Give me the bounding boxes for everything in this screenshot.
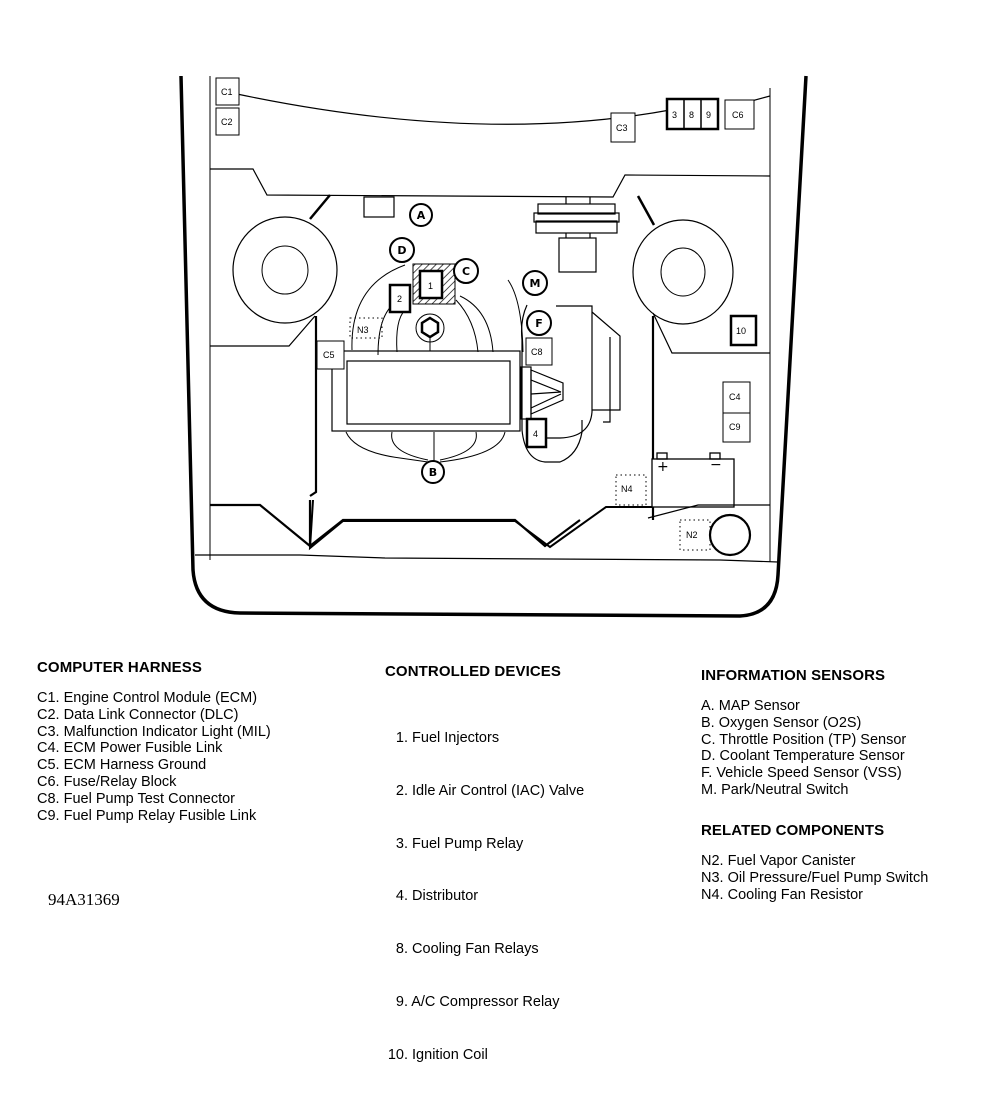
right-fender-well [632,195,770,354]
connector-c5: C5 [316,340,345,370]
legend-item: F. Vehicle Speed Sensor (VSS) [701,765,902,782]
battery: + − [651,452,735,508]
legend-heading: CONTROLLED DEVICES [385,663,561,680]
svg-text:N3: N3 [357,325,369,335]
legend-heading: RELATED COMPONENTS [701,822,885,839]
battery-tray-edge [647,504,770,519]
distributor-4: 4 [525,417,548,449]
connector-c6: C6 [724,99,755,130]
legend-information-sensors: INFORMATION SENSORS A. MAP Sensor B. Oxy… [701,667,906,799]
vehicle-body-outline [179,75,808,618]
component-n3: N3 [349,317,383,339]
svg-text:N2: N2 [686,530,698,540]
legend-item: 4. Distributor [395,888,479,905]
fuel-vapor-canister-shape [708,513,752,557]
air-cleaner-assembly [331,264,524,463]
engine-compartment-diagram: + − C1 C2 C3 3 8 9 C6 C5 C8 C4 C9 [179,75,808,618]
legend-item: C. Throttle Position (TP) Sensor [701,731,907,748]
legend-item: 8. Cooling Fan Relays [395,941,539,958]
sensor-c-marker: C [453,258,479,284]
connector-c1: C1 [215,77,240,106]
legend-item: C5. ECM Harness Ground [37,757,207,774]
bracket-box [363,196,395,218]
battery-positive-label: + [657,459,669,475]
fuel-injector-1: 1 [412,263,456,305]
lower-crossmember [308,499,653,551]
svg-text:C3: C3 [616,123,628,133]
component-n2: N2 [679,513,752,557]
connector-c4: C4 [722,381,751,414]
legend-item: 3. Fuel Pump Relay [395,835,524,852]
sensor-a-marker: A [409,203,433,227]
ignition-coil-10: 10 [729,314,758,347]
svg-text:F: F [535,317,543,330]
legend-item: B. Oxygen Sensor (O2S) [701,714,862,731]
svg-text:D: D [397,244,406,257]
legend-item: N4. Cooling Fan Resistor [701,886,864,903]
component-n4: N4 [615,474,647,506]
relay-9-label: 9 [706,110,711,120]
legend-item: 1. Fuel Injectors [395,730,500,746]
svg-text:C6: C6 [732,110,744,120]
relay-3-label: 3 [672,110,677,120]
legend-item: 10. Ignition Coil [387,1046,488,1063]
legend-item: C2. Data Link Connector (DLC) [37,706,239,723]
connector-c8: C8 [525,337,553,366]
battery-negative-label: − [710,457,722,473]
legend-item: A. MAP Sensor [701,698,800,714]
legend-item: N2. Fuel Vapor Canister [701,853,856,869]
relay-block: 3 8 9 [665,97,720,131]
svg-text:M: M [530,277,541,290]
relay-8-label: 8 [689,110,694,120]
svg-text:C: C [462,265,470,278]
legend-item: D. Coolant Temperature Sensor [701,748,905,765]
legend-computer-harness: COMPUTER HARNESS C1. Engine Control Modu… [37,659,271,824]
svg-text:4: 4 [533,429,538,439]
legend-item: 2. Idle Air Control (IAC) Valve [395,782,585,799]
svg-text:1: 1 [428,281,433,291]
legend-item: C4. ECM Power Fusible Link [37,740,223,757]
svg-text:10: 10 [736,326,746,336]
svg-text:N4: N4 [621,484,633,494]
connector-c9: C9 [722,412,751,443]
legend-item: C6. Fuse/Relay Block [37,773,177,790]
legend-item: C9. Fuel Pump Relay Fusible Link [37,807,257,824]
sensor-f-marker: F [526,310,552,336]
connector-c3: C3 [610,112,636,143]
sensor-m-marker: M [522,270,548,296]
svg-text:C8: C8 [531,347,543,357]
svg-text:C9: C9 [729,422,741,432]
legend-item: C1. Engine Control Module (ECM) [37,690,258,706]
iac-valve-2: 2 [388,283,412,314]
left-fender-well [210,194,338,347]
legend-item: N3. Oil Pressure/Fuel Pump Switch [701,869,929,886]
connector-c2: C2 [215,107,240,136]
sensor-d-marker: D [389,237,415,263]
svg-text:2: 2 [397,294,402,304]
legend-item: C3. Malfunction Indicator Light (MIL) [37,723,271,740]
svg-text:A: A [417,209,426,222]
legend-heading: INFORMATION SENSORS [701,667,886,684]
figure-id: 94A31369 [48,890,120,909]
legend-related-components: RELATED COMPONENTS N2. Fuel Vapor Canist… [701,822,928,903]
sensor-b-marker: B [421,460,445,484]
legend-item: C8. Fuel Pump Test Connector [37,790,236,807]
legend-heading: COMPUTER HARNESS [37,659,202,676]
svg-text:C4: C4 [729,392,741,402]
alternator-pulley [533,197,620,273]
svg-text:C2: C2 [221,117,233,127]
svg-text:C1: C1 [221,87,233,97]
legend-controlled-devices: CONTROLLED DEVICES 1. Fuel Injectors 2. … [385,663,584,1100]
svg-text:C5: C5 [323,350,335,360]
legend-item: M. Park/Neutral Switch [701,781,849,798]
legend-item: 9. A/C Compressor Relay [395,993,560,1010]
svg-text:B: B [429,466,437,479]
